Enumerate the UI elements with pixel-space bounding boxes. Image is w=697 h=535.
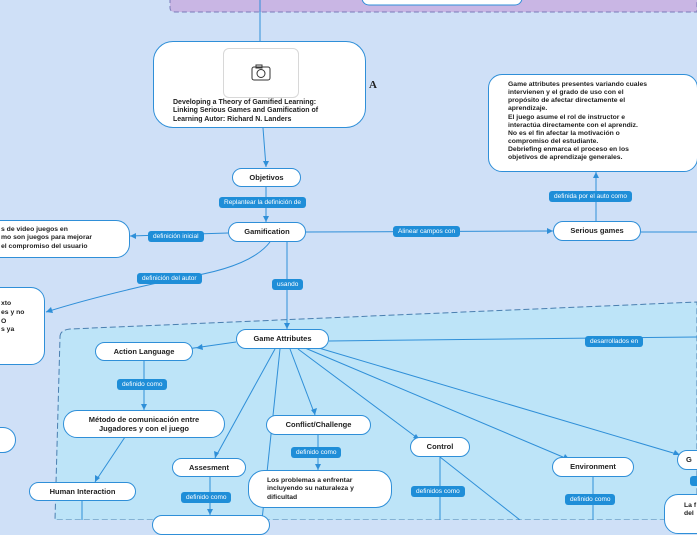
label-alinear: Alinear campos con <box>393 226 461 237</box>
central-topic[interactable]: Developing a Theory of Gamified Learning… <box>153 41 366 128</box>
node-human-interaction[interactable]: Human Interaction <box>29 482 136 501</box>
node-assesment-def-partial[interactable] <box>152 515 270 535</box>
problemas-line: incluyendo su naturaleza y <box>267 485 354 493</box>
arrow-problemas <box>315 464 321 470</box>
problemas-line: dificultad <box>267 493 298 501</box>
node-video-text[interactable]: s de video juegos en mo son juegos para … <box>0 220 130 258</box>
central-title-line: Developing a Theory of Gamified Learning… <box>173 99 317 106</box>
node-texto-partial[interactable]: xto es y no O s ya <box>0 287 45 365</box>
texto-line: es y no <box>1 308 25 316</box>
node-action-language[interactable]: Action Language <box>95 342 193 361</box>
top-region <box>169 0 697 13</box>
arrow-gamification <box>263 216 269 222</box>
label-desarrollados-en: desarrollados en <box>585 336 644 347</box>
serious-text-line: No es el fin afectar la motivación o <box>508 129 620 137</box>
video-text-line: mo son juegos para mejorar <box>1 234 93 242</box>
label-definido-como-1: definido como <box>117 379 168 390</box>
video-text-line: s de video juegos en <box>1 226 68 233</box>
node-control[interactable]: Control <box>410 437 470 457</box>
serious-text-line: compromiso del estudiante. <box>508 138 599 146</box>
central-image <box>223 48 299 98</box>
node-metodo[interactable]: Método de comunicación entre Jugadores y… <box>63 410 225 438</box>
label-definidos-como: definidos como <box>411 486 465 497</box>
label-definido-como-3: definido como <box>291 447 342 458</box>
node-problemas[interactable]: Los problemas a enfrentar incluyendo su … <box>248 470 392 508</box>
node-serious-text[interactable]: Game attributes presentes variando cuale… <box>488 74 697 172</box>
central-title: Developing a Theory of Gamified Learning… <box>173 99 318 124</box>
label-definicion-autor: definición del autor <box>137 273 202 284</box>
label-replantear: Replantear la definición de <box>219 197 306 208</box>
serious-text-line: intervienen y el grado de uso con el <box>508 89 624 97</box>
serious-text-line: aprendizaje. <box>508 105 548 113</box>
node-serious-games[interactable]: Serious games <box>553 221 641 241</box>
video-text-line: el compromiso del usuario <box>1 242 88 250</box>
central-title-line: Linking Serious Games and Gamification o… <box>173 107 319 115</box>
marker-a: A <box>369 79 377 91</box>
arrow-human <box>95 475 100 482</box>
serious-text-line: El juego asume el rol de instructor e <box>508 113 626 121</box>
node-assesment[interactable]: Assesment <box>172 458 246 477</box>
la-line: La f <box>684 502 697 509</box>
central-title-line: Learning Autor: Richard N. Landers <box>173 115 292 123</box>
serious-text-line: propósito de afectar directamente el <box>508 97 626 105</box>
metodo-line: Método de comunicación entre <box>88 414 200 424</box>
node-g-partial[interactable]: G <box>677 450 697 470</box>
arrow-ga <box>284 323 290 329</box>
label-g-partial <box>690 476 697 486</box>
arrow-conflict <box>311 408 317 415</box>
node-la-partial[interactable]: La f del <box>664 494 697 534</box>
texto-line: O <box>1 317 7 325</box>
texto-line: s ya <box>1 326 15 334</box>
label-definida-por: definida por el auto como <box>549 191 632 202</box>
node-environment[interactable]: Environment <box>552 457 634 477</box>
node-conflict[interactable]: Conflict/Challenge <box>266 415 371 435</box>
top-region-node <box>361 0 523 6</box>
metodo-line: Jugadores y con el juego <box>98 424 190 433</box>
texto-line: xto <box>1 300 12 307</box>
arrow-assesment <box>214 451 219 458</box>
node-gamification[interactable]: Gamification <box>228 222 306 242</box>
arrow-serious-text <box>593 172 599 178</box>
problemas-line: Los problemas a enfrentar <box>267 477 353 484</box>
label-definido-como-2: definido como <box>181 492 232 503</box>
arrow-assesment-def <box>207 509 213 515</box>
serious-text-line: Debriefing enmarca el proceso en los <box>508 146 629 154</box>
serious-text-line: Game attributes presentes variando cuale… <box>508 81 648 88</box>
arrow-metodo <box>141 404 147 410</box>
node-game-attributes[interactable]: Game Attributes <box>236 329 329 349</box>
camera-icon <box>251 64 271 81</box>
serious-text-line: interactúa directamente con el aprendiz. <box>508 121 638 129</box>
label-definido-como-4: definido como <box>565 494 616 505</box>
arrow-serious <box>547 228 553 234</box>
arrow-objetivos <box>263 161 269 167</box>
arrow-left-text <box>130 233 136 239</box>
arrow-action <box>196 344 203 350</box>
serious-text-line: objetivos de aprendizaje generales. <box>508 154 623 162</box>
la-line: del <box>684 510 694 518</box>
node-objetivos[interactable]: Objetivos <box>232 168 301 187</box>
label-definicion-inicial: definición inicial <box>148 231 204 242</box>
arrow-texto <box>46 307 53 313</box>
label-usando: usando <box>272 279 304 290</box>
